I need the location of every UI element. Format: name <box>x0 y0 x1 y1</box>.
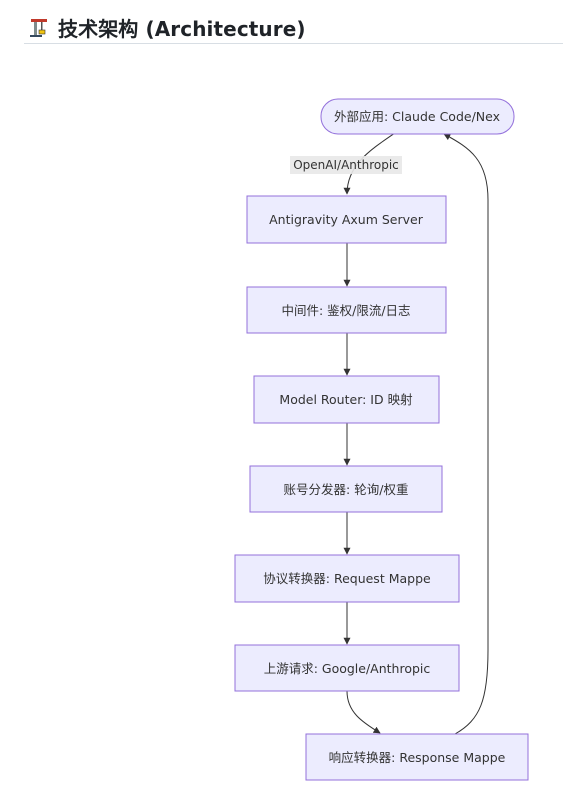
node-upstream-label: 上游请求: Google/Anthropic <box>264 661 431 676</box>
edge-label-openai-anthropic: OpenAI/Anthropic <box>293 158 399 172</box>
node-resp-mapper-label: 响应转换器: Response Mappe <box>329 750 506 765</box>
node-client: 外部应用: Claude Code/Nex <box>320 98 515 135</box>
node-middleware: 中间件: 鉴权/限流/日志 <box>246 286 447 334</box>
construction-crane-icon <box>30 19 47 37</box>
node-client-label: 外部应用: Claude Code/Nex <box>334 109 500 124</box>
edge-resp-mapper-to-client <box>443 133 489 735</box>
edge-upstream-to-resp-mapper <box>346 690 381 734</box>
node-req-mapper-label: 协议转换器: Request Mappe <box>263 571 431 586</box>
node-dispatcher-label: 账号分发器: 轮询/权重 <box>284 482 409 497</box>
node-server-label: Antigravity Axum Server <box>269 212 424 227</box>
node-middleware-label: 中间件: 鉴权/限流/日志 <box>281 303 410 318</box>
node-router: Model Router: ID 映射 <box>253 375 440 424</box>
heading-divider <box>24 43 563 44</box>
node-dispatcher: 账号分发器: 轮询/权重 <box>249 465 443 513</box>
edge-label-background <box>290 156 402 174</box>
node-resp-mapper: 响应转换器: Response Mappe <box>305 733 529 781</box>
section-heading: 技术架构 (Architecture) <box>28 10 306 44</box>
node-server: Antigravity Axum Server <box>246 195 447 244</box>
node-req-mapper: 协议转换器: Request Mappe <box>234 554 460 603</box>
node-router-label: Model Router: ID 映射 <box>279 392 412 407</box>
page-title: 技术架构 (Architecture) <box>58 16 306 41</box>
node-upstream: 上游请求: Google/Anthropic <box>234 644 460 692</box>
